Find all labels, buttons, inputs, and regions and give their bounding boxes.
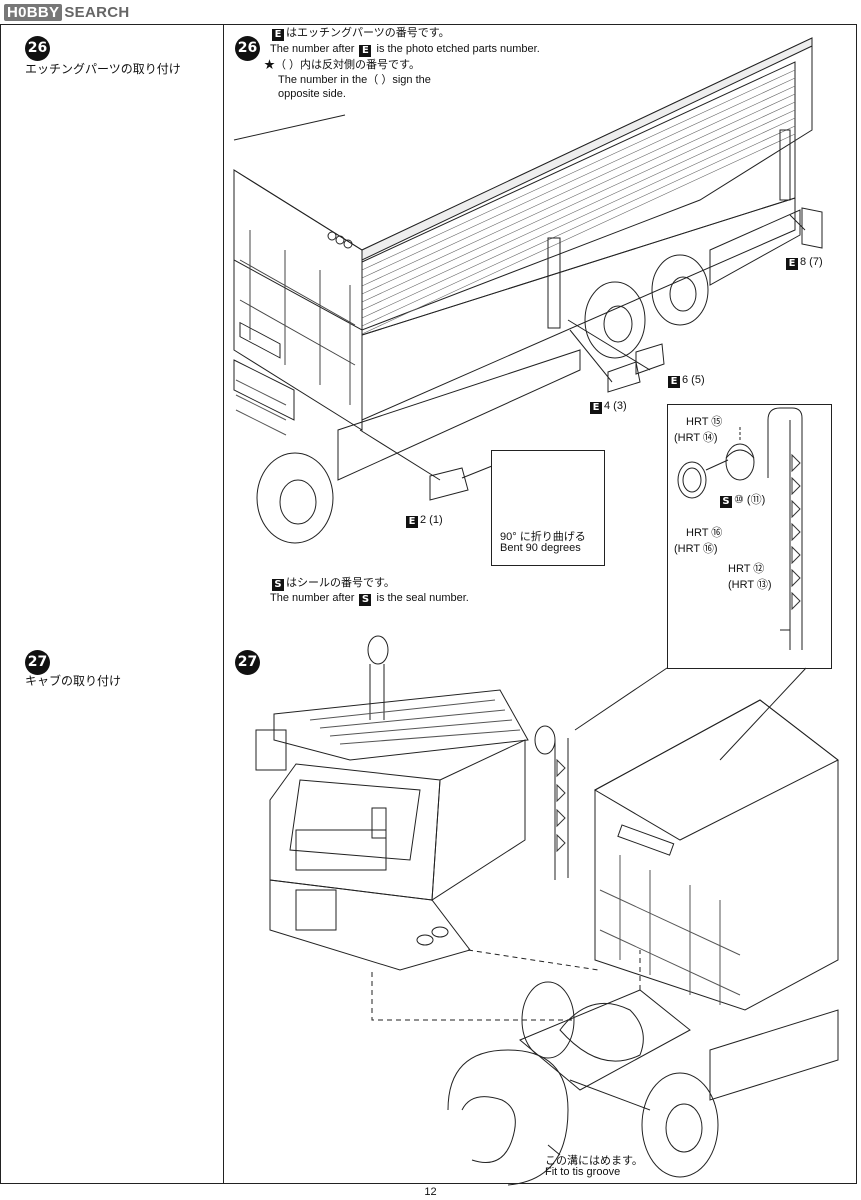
hrt-14-label: (HRT ⑭)	[674, 432, 718, 444]
bend-detail-inset	[491, 450, 605, 566]
etched-tag: E	[668, 376, 680, 388]
etched-note-en-pre: The number after	[270, 43, 355, 55]
part-label-e6-text: 6 (5)	[682, 374, 705, 386]
step-27-number-badge: 27	[25, 650, 50, 675]
etched-tag: E	[786, 258, 798, 270]
etched-tag: E	[359, 45, 372, 57]
page-frame	[0, 24, 857, 1184]
hrt-16-label: HRT ⑯	[686, 527, 723, 539]
etched-tag: E	[406, 516, 418, 528]
hrt-12-label: HRT ⑫	[728, 563, 765, 575]
step-26-diagram-badge: 26	[235, 36, 260, 61]
light-ladder-inset	[667, 404, 832, 669]
etched-note-en-post: is the photo etched parts number.	[376, 43, 540, 55]
cab-drawing	[255, 635, 839, 1186]
hrt-15-label: HRT ⑮	[686, 416, 723, 428]
hrt-13-label: (HRT ⑬)	[728, 579, 772, 591]
bend-label-jp: 90° に折り曲げる	[500, 531, 586, 543]
seal-note-jp-text: はシールの番号です。	[286, 577, 395, 589]
hrt-16b-label: (HRT ⑯)	[674, 543, 718, 555]
page-number: 12	[424, 1186, 437, 1198]
step-27-diagram-badge: 27	[235, 650, 260, 675]
watermark-brand: H0BBY	[4, 4, 63, 21]
seal-tag: S	[720, 496, 732, 508]
seal-tag: S	[359, 594, 372, 606]
opposite-note-en-1: The number in the（ ）sign the	[278, 74, 431, 86]
groove-label-jp: この溝にはめます。	[545, 1155, 643, 1167]
groove-label-en: Fit to tis groove	[545, 1166, 621, 1178]
light-ladder-drawing	[677, 407, 803, 650]
part-label-e8-text: 8 (7)	[800, 256, 823, 268]
seal-note-en: The number after S is the seal number.	[270, 591, 469, 606]
watermark-suffix: SEARCH	[64, 4, 130, 21]
step-27-title: キャブの取り付け	[25, 674, 122, 688]
seal-note-en-pre: The number after	[270, 592, 355, 604]
trailer-body-drawing	[233, 37, 823, 544]
seal-tag: S	[272, 579, 284, 591]
opposite-note-jp: ★（ ）内は反対側の番号です。	[264, 59, 420, 71]
bend-label-en: Bent 90 degrees	[500, 542, 581, 554]
opposite-note-en-2: opposite side.	[278, 88, 346, 100]
part-label-e2-text: 2 (1)	[420, 514, 443, 526]
step-26-number-badge: 26	[25, 36, 50, 61]
column-divider	[223, 24, 224, 1184]
etched-tag: E	[272, 29, 284, 41]
seal-note-en-post: is the seal number.	[376, 592, 469, 604]
etched-note-en: The number after E is the photo etched p…	[270, 42, 540, 57]
step-26-title: エッチングパーツの取り付け	[25, 62, 181, 76]
etched-tag: E	[590, 402, 602, 414]
etched-note-jp-text: はエッチングパーツの番号です。	[286, 27, 450, 39]
part-label-e4-text: 4 (3)	[604, 400, 627, 412]
seal-10-text: ⑩ (⑪)	[734, 494, 766, 506]
